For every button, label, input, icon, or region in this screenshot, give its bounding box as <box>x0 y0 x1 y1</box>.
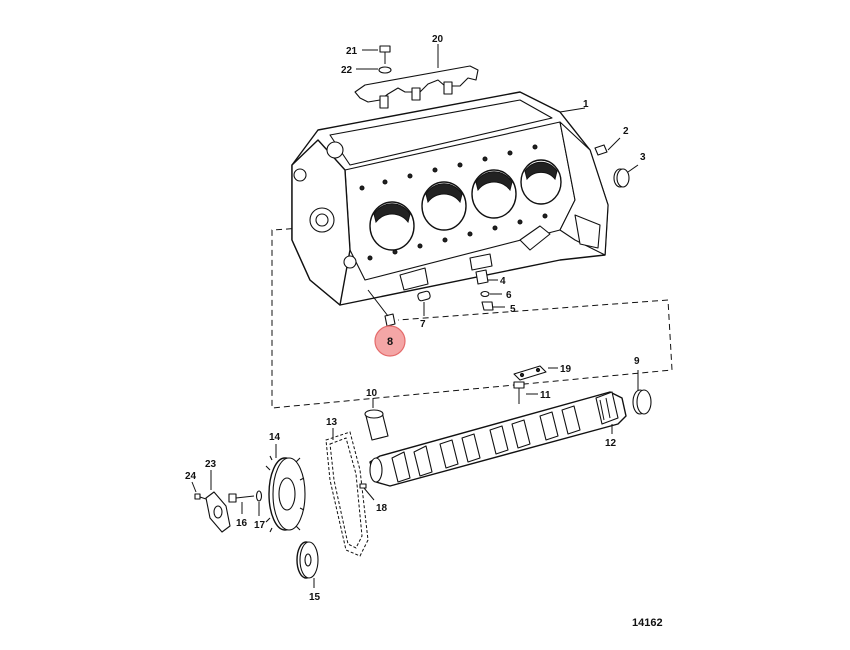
part-5-plug <box>481 301 505 311</box>
callout-14: 14 <box>269 432 281 443</box>
part-22-washer <box>356 66 392 74</box>
callout-1: 1 <box>583 99 589 110</box>
part-3-cup-plug <box>613 164 639 188</box>
part-1-engine-block <box>291 91 609 306</box>
callout-4: 4 <box>500 276 506 287</box>
highlight-circle[interactable] <box>374 325 406 357</box>
callout-24: 24 <box>185 471 197 482</box>
callout-21: 21 <box>346 46 358 57</box>
part-10-cam-bearing <box>364 398 389 441</box>
part-7-dowel <box>417 290 431 316</box>
callout-13: 13 <box>326 417 338 428</box>
callout-9: 9 <box>634 356 640 367</box>
callout-16: 16 <box>236 518 248 529</box>
callout-19: 19 <box>560 364 572 375</box>
part-13-timing-chain <box>325 428 369 557</box>
part-14-cam-sprocket <box>265 444 306 533</box>
callout-22: 22 <box>341 65 353 76</box>
callout-10: 10 <box>366 388 378 399</box>
part-2-plug <box>594 137 621 156</box>
part-20-guide-rail <box>354 44 479 109</box>
callout-6: 6 <box>506 290 512 301</box>
part-12-camshaft <box>369 391 627 487</box>
callout-3: 3 <box>640 152 646 163</box>
figure-id: 14162 <box>632 617 663 629</box>
callout-2: 2 <box>623 126 629 137</box>
callout-7: 7 <box>420 319 426 330</box>
cylinder-bores <box>369 159 562 251</box>
part-9-bearing <box>632 370 652 415</box>
callout-23: 23 <box>205 459 217 470</box>
part-23-cover-plate <box>205 470 231 533</box>
part-4-fitting <box>475 269 498 285</box>
part-17-washer <box>255 490 263 516</box>
part-21-bolt <box>362 45 391 64</box>
deck-bolt-holes <box>359 144 548 261</box>
part-24-screw <box>191 481 207 500</box>
part-15-crank-gear <box>296 541 319 588</box>
highlighted-callout-8[interactable]: 8 <box>374 325 406 357</box>
part-6-washer <box>480 290 502 298</box>
callout-labels: 1 2 3 4 5 6 7 9 10 11 12 13 14 15 16 17 … <box>185 34 646 603</box>
part-11-bolt <box>513 381 538 404</box>
callout-18: 18 <box>376 503 388 514</box>
callout-12: 12 <box>605 438 617 449</box>
callout-15: 15 <box>309 592 321 603</box>
callout-11: 11 <box>540 390 551 401</box>
callout-20: 20 <box>432 34 444 45</box>
part-18-key <box>359 483 375 501</box>
part-16-bolt <box>228 493 255 514</box>
callout-5: 5 <box>510 304 516 315</box>
assembly-boundary <box>271 227 673 409</box>
part-19-thrust-plate <box>513 365 558 381</box>
callout-8: 8 <box>387 336 393 348</box>
part-8-plug <box>367 289 396 328</box>
camshaft-lobes <box>391 405 581 483</box>
callout-17: 17 <box>254 520 266 531</box>
